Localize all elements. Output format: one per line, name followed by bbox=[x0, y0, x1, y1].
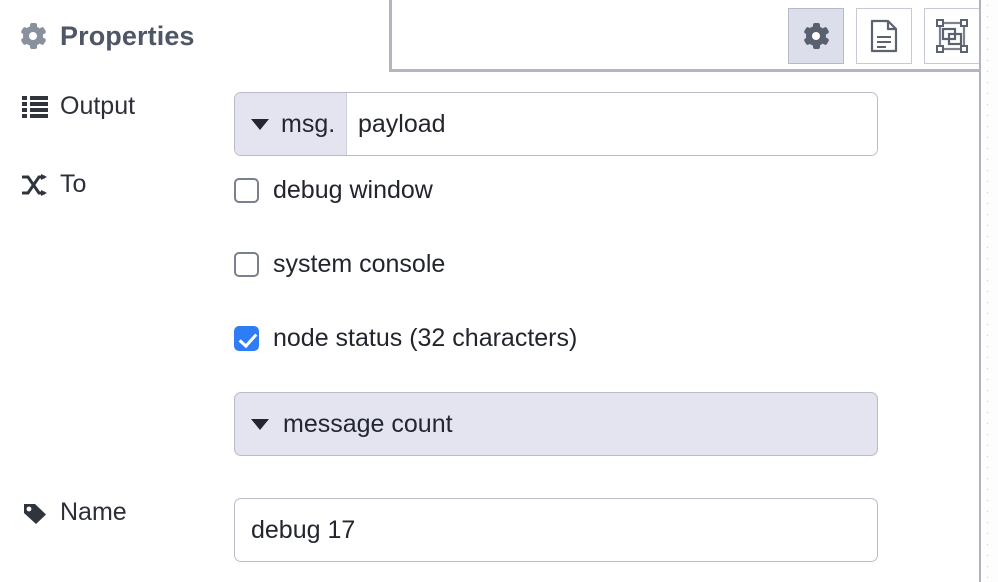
tab-properties[interactable]: Properties bbox=[0, 0, 392, 72]
checkbox-debug-window-box[interactable] bbox=[234, 177, 259, 203]
output-type-selector[interactable]: msg. bbox=[235, 93, 347, 155]
panel-right-edge bbox=[979, 0, 981, 582]
chevron-down-icon bbox=[251, 118, 269, 130]
checkbox-node-status[interactable]: node status (32 characters) bbox=[234, 318, 979, 358]
tag-icon bbox=[24, 503, 46, 524]
output-type-label: msg. bbox=[281, 109, 336, 138]
checkbox-system-console[interactable]: system console bbox=[234, 244, 979, 284]
checkbox-system-console-label: system console bbox=[273, 249, 446, 278]
output-property-input[interactable]: payload bbox=[347, 93, 877, 155]
tab-properties-label: Properties bbox=[60, 20, 195, 51]
gear-icon bbox=[19, 23, 47, 49]
to-label-group: To bbox=[0, 170, 234, 199]
tab-bar: Properties bbox=[0, 0, 980, 72]
editor-toolbar bbox=[788, 8, 980, 64]
shuffle-icon bbox=[22, 173, 47, 196]
status-type-value: message count bbox=[283, 409, 453, 438]
checkbox-debug-window-label: debug window bbox=[273, 175, 433, 204]
appearance-tab-button[interactable] bbox=[924, 8, 980, 64]
checkbox-debug-window[interactable]: debug window bbox=[234, 170, 979, 210]
to-field: debug window system console node status … bbox=[234, 170, 979, 456]
name-label: Name bbox=[60, 498, 127, 526]
name-label-group: Name bbox=[0, 498, 234, 527]
checkbox-node-status-box[interactable] bbox=[234, 325, 259, 351]
checkbox-node-status-label: node status (32 characters) bbox=[273, 323, 578, 352]
row-to: To debug window system console node stat… bbox=[0, 170, 979, 456]
to-label: To bbox=[60, 170, 87, 198]
status-type-dropdown[interactable]: message count bbox=[234, 392, 878, 456]
checkbox-system-console-box[interactable] bbox=[234, 251, 259, 277]
list-icon bbox=[22, 95, 48, 118]
output-field: msg. payload bbox=[234, 92, 979, 156]
chevron-down-icon bbox=[251, 418, 269, 430]
output-label-group: Output bbox=[0, 92, 234, 121]
tab-bar-underline bbox=[391, 69, 979, 72]
document-icon bbox=[870, 19, 898, 53]
row-name: Name debug 17 bbox=[0, 498, 979, 562]
name-field: debug 17 bbox=[234, 498, 979, 562]
flow-canvas-strip bbox=[982, 0, 998, 582]
gear-icon bbox=[802, 23, 830, 49]
name-input[interactable]: debug 17 bbox=[234, 498, 878, 562]
output-typed-input[interactable]: msg. payload bbox=[234, 92, 878, 156]
output-label: Output bbox=[60, 92, 136, 120]
appearance-icon bbox=[936, 19, 968, 53]
row-output: Output msg. payload bbox=[0, 92, 979, 156]
description-tab-button[interactable] bbox=[856, 8, 912, 64]
properties-tab-button[interactable] bbox=[788, 8, 844, 64]
